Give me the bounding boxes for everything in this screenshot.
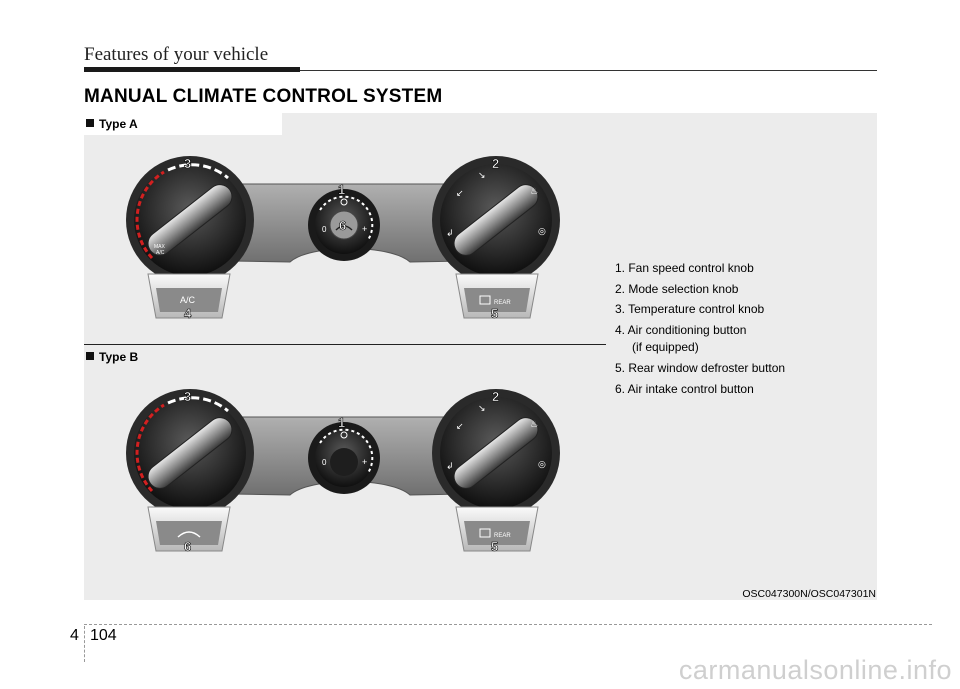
defrost-icon: ◎ [538,227,546,237]
callout-3: 3 [184,156,191,171]
fan-min-label: 0 [322,458,327,467]
type-tab [84,113,282,135]
legend-item: 2. Mode selection knob [615,281,739,296]
legend-item: 4. Air conditioning button(if equipped) [615,320,785,355]
climate-panel-type-b: 0 + ↙ ↘ ♨ ↲ ◎ REAR 3 2 1 6 5 [126,389,560,554]
temperature-control-knob[interactable] [126,389,254,517]
figure-code: OSC047300N/OSC047301N [742,588,876,600]
rear-button-label: REAR [494,300,511,306]
legend-item: 3. Temperature control knob [615,302,765,316]
callout-1: 1 [338,182,345,197]
figure-divider [84,344,606,345]
legend-list: 1. Fan speed control knob 2. Mode select… [615,258,785,399]
rear-button-label: REAR [494,533,511,539]
vent-bilevel-icon: ↘ [478,404,486,414]
vent-bilevel-icon: ↘ [478,171,486,181]
car-recirculation-icon [177,531,201,538]
max-ac-label: MAX [154,244,166,250]
callout-2: 2 [492,156,499,171]
legend-item: 6. Air intake control button [615,381,754,396]
header-rule [84,67,300,72]
vent-floor-defrost-icon: ♨ [530,187,538,197]
ac-button-label: A/C [180,295,196,305]
callout-5: 5 [491,306,498,321]
vent-face-icon: ↙ [456,422,464,432]
fan-plus-label: + [362,457,367,467]
callout-4: 4 [184,306,192,321]
mode-selection-knob[interactable]: ↙ ↘ ♨ ↲ ◎ [432,156,560,284]
callout-5: 5 [491,539,498,554]
watermark: carmanualsonline.info [678,655,952,685]
callout-2: 2 [492,389,499,404]
callout-6: 6 [184,539,191,554]
fan-icon [340,198,348,206]
climate-panel-type-a: MAX A/C 0 + ↙ ↘ ♨ ↲ ◎ A/C REAR 3 [126,156,560,321]
fan-icon [340,431,348,439]
type-b-label: Type B [86,350,138,364]
vent-floor-icon: ↲ [446,462,454,472]
defrost-icon: ◎ [538,460,546,470]
callout-3: 3 [184,389,191,404]
legend-item: 1. Fan speed control knob [615,261,754,275]
air-intake-control-button[interactable] [329,210,359,240]
car-recirculation-icon [335,225,353,231]
callout-1: 1 [338,415,345,430]
mode-selection-knob[interactable]: ↙ ↘ ♨ ↲ ◎ [432,389,560,517]
header-rule-thin [300,70,877,71]
air-intake-control-button[interactable] [147,506,231,552]
page-section-number: 4 [70,627,79,644]
section-title: MANUAL CLIMATE CONTROL SYSTEM [84,86,443,107]
bullet-square-icon [86,352,94,360]
header-title: Features of your vehicle [84,44,269,65]
rear-window-defroster-button[interactable]: REAR [455,273,539,319]
callout-6: 6 [339,218,346,233]
vent-floor-icon: ↲ [446,229,454,239]
legend-item: 5. Rear window defroster button [615,361,786,375]
bullet-square-icon [86,119,94,127]
rear-defrost-icon [479,295,491,305]
vent-floor-defrost-icon: ♨ [530,420,538,430]
vent-face-icon: ↙ [456,189,464,199]
footer-rule [84,624,932,625]
fan-min-label: 0 [322,225,327,234]
rear-window-defroster-button[interactable]: REAR [455,506,539,552]
fan-speed-control-knob[interactable]: 0 + [308,422,380,494]
air-conditioning-button[interactable]: A/C [147,273,231,319]
fan-plus-label: + [362,224,367,234]
temperature-control-knob[interactable]: MAX A/C [126,156,254,284]
rear-defrost-icon [479,528,491,538]
footer-separator [84,626,85,662]
legend-item-note: (if equipped) [632,340,699,354]
svg-text:A/C: A/C [156,250,165,256]
page-number: 104 [90,627,117,644]
type-a-label: Type A [86,117,138,131]
